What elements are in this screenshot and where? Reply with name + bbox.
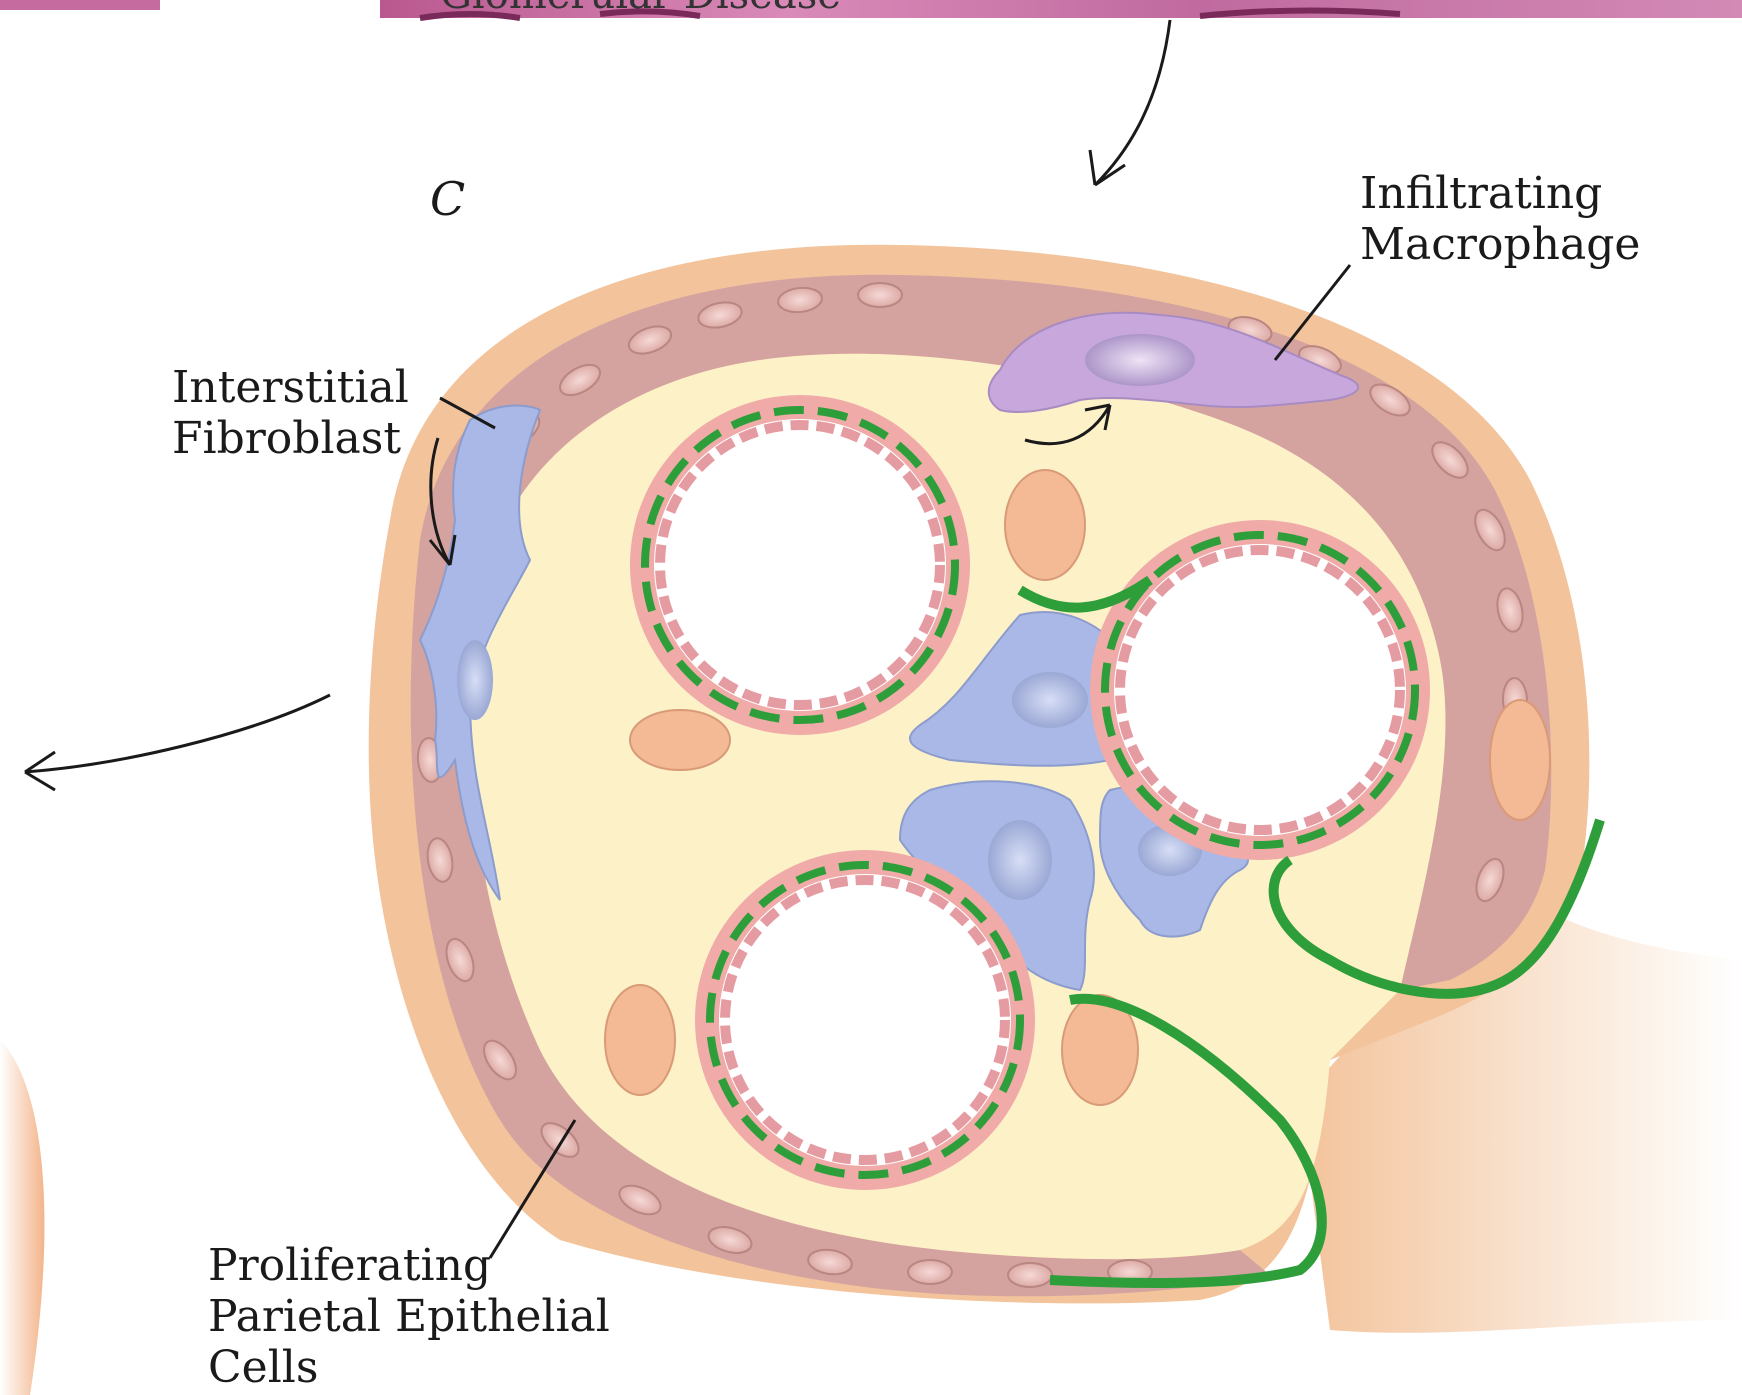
top-arrow [1095, 20, 1170, 185]
adjacent-tubule-left [0, 1040, 44, 1395]
capillary-loop-right [1090, 520, 1430, 860]
fibroblast-label-line-1: Interstitial [172, 362, 409, 413]
capillary-loop-bottom [695, 850, 1035, 1190]
macrophage-label: Infiltrating Macrophage [1360, 168, 1640, 270]
capillary-loop-top-left [630, 395, 970, 735]
panel-letter: C [430, 172, 465, 226]
parietal-label: Proliferating Parietal Epithelial Cells [208, 1240, 610, 1393]
fibroblast-nucleus [457, 640, 493, 720]
fibroblast-label: Interstitial Fibroblast [172, 362, 409, 464]
parietal-label-line-3: Cells [208, 1342, 610, 1393]
macrophage-label-line-1: Infiltrating [1360, 168, 1640, 219]
fibroblast-label-line-2: Fibroblast [172, 413, 409, 464]
parietal-label-line-1: Proliferating [208, 1240, 610, 1291]
macrophage-label-line-2: Macrophage [1360, 219, 1640, 270]
histology-strip-left [0, 0, 160, 10]
macrophage-nucleus [1085, 334, 1195, 386]
header-fragment: Glomerular Disease [440, 0, 841, 21]
parietal-label-line-2: Parietal Epithelial [208, 1291, 610, 1342]
exit-arrow [25, 695, 330, 772]
